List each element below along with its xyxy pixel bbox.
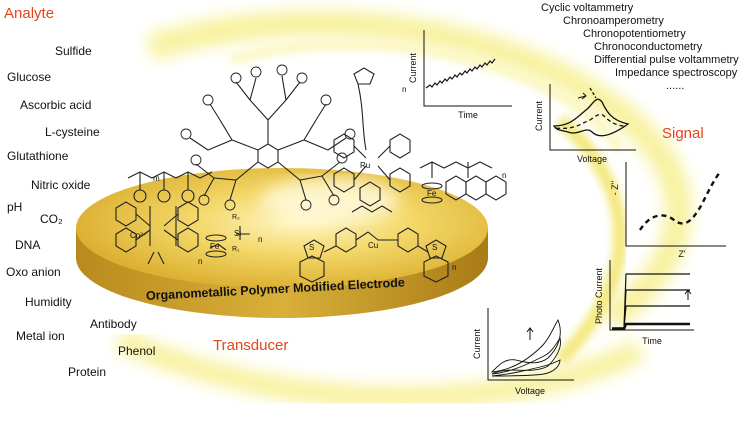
label-n1: n bbox=[402, 85, 407, 94]
technique-item: Chronoamperometry bbox=[563, 15, 664, 27]
technique-item: Cyclic voltammetry bbox=[541, 2, 634, 14]
analyte-item: CO₂ bbox=[40, 212, 63, 226]
analyte-item: Phenol bbox=[118, 344, 156, 358]
cv2-plot: Current Voltage bbox=[468, 300, 580, 400]
label-ru: Ru bbox=[360, 161, 371, 170]
label-r1: R₁ bbox=[232, 246, 240, 253]
edot-copper-structure bbox=[299, 205, 449, 283]
analyte-item: pH bbox=[7, 200, 23, 214]
signal-heading: Signal bbox=[662, 125, 704, 142]
technique-item: Chronopotentiometry bbox=[583, 28, 686, 40]
glow-arcs bbox=[115, 10, 692, 409]
cobalt-polymer-structure bbox=[115, 171, 213, 253]
label-si: Si bbox=[234, 229, 242, 238]
chrono-xlabel: Time bbox=[458, 110, 478, 120]
molecular-structures bbox=[115, 64, 507, 283]
impedance-plot: - Z'' Z' bbox=[610, 158, 730, 258]
cv2-ylabel: Current bbox=[472, 328, 482, 359]
technique-item: Chronoconductometry bbox=[594, 41, 703, 53]
cv-ylabel: Current bbox=[534, 100, 544, 131]
label-n5: n bbox=[452, 263, 457, 272]
analyte-item: Glutathione bbox=[7, 149, 69, 163]
label-s1: S bbox=[309, 243, 315, 252]
impedance-xlabel: Z' bbox=[678, 249, 685, 258]
technique-item: Differential pulse voltammetry bbox=[594, 54, 739, 66]
ferrocene-anthracene-structure bbox=[419, 161, 507, 204]
photo-xlabel: Time bbox=[642, 336, 662, 346]
analyte-item: L-cysteine bbox=[45, 125, 100, 139]
cv-plot: Current Voltage bbox=[530, 80, 640, 170]
analyte-item: Metal ion bbox=[16, 329, 65, 343]
label-fe2: Fe bbox=[210, 242, 220, 251]
label-n3: n bbox=[258, 235, 263, 244]
analyte-item: Oxo anion bbox=[6, 265, 61, 279]
photo-ylabel: Photo Current bbox=[594, 267, 604, 324]
label-r2: R₂ bbox=[232, 214, 240, 221]
technique-item: Impedance spectroscopy bbox=[615, 67, 738, 79]
label-fe1: Fe bbox=[427, 189, 437, 198]
label-cu: Cu bbox=[368, 241, 379, 250]
analyte-item: Ascorbic acid bbox=[20, 98, 92, 112]
ruthenium-complex-structure bbox=[333, 67, 411, 207]
label-m: m bbox=[153, 174, 160, 183]
chrono-ylabel: Current bbox=[408, 52, 418, 83]
chrono-plot: Current Time bbox=[406, 26, 516, 122]
analyte-heading: Analyte bbox=[4, 5, 55, 22]
silane-ferrocene-structure bbox=[147, 226, 250, 265]
photo-current-plot: Photo Current Time bbox=[590, 256, 700, 354]
analyte-item: Antibody bbox=[90, 317, 137, 331]
impedance-ylabel: - Z'' bbox=[610, 181, 620, 196]
technique-item: ...... bbox=[666, 80, 685, 92]
analyte-item: Sulfide bbox=[55, 44, 92, 58]
label-co: Co²⁺ bbox=[130, 231, 148, 240]
transducer-heading: Transducer bbox=[213, 337, 289, 354]
analyte-item: Humidity bbox=[25, 295, 72, 309]
label-s2: S bbox=[432, 243, 438, 252]
analyte-item: DNA bbox=[15, 238, 41, 252]
cv2-xlabel: Voltage bbox=[515, 386, 545, 396]
analyte-item: Nitric oxide bbox=[31, 178, 91, 192]
label-n2: n bbox=[502, 171, 507, 180]
electrode-disk bbox=[76, 168, 488, 318]
analyte-item: Glucose bbox=[7, 70, 52, 84]
analyte-item: Protein bbox=[68, 365, 107, 379]
cv-xlabel: Voltage bbox=[577, 154, 607, 164]
label-n4: n bbox=[198, 257, 203, 266]
